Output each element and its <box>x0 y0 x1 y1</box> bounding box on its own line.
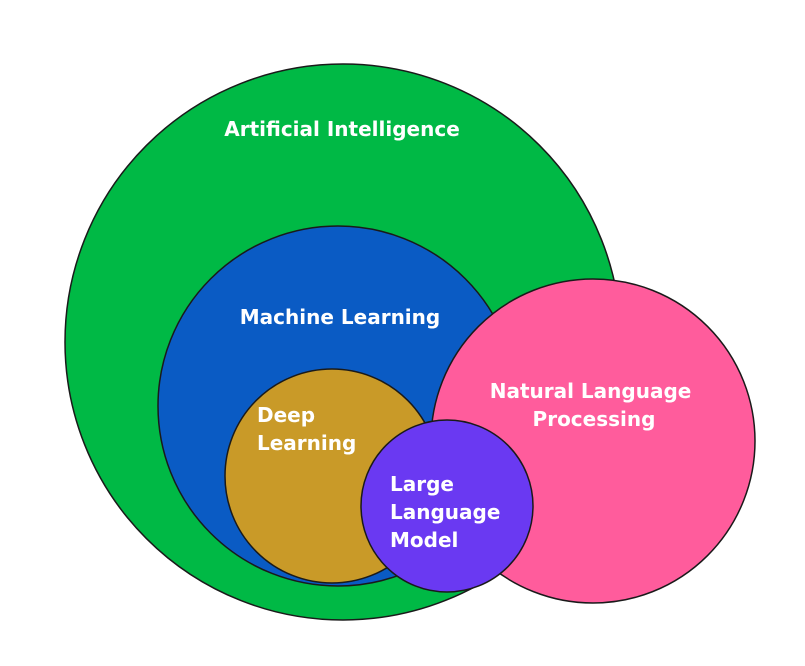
llm-label-line: Large <box>390 472 454 496</box>
llm-circle <box>360 419 534 593</box>
nlp-label-line: Natural Language <box>490 379 692 403</box>
llm-label-line: Language <box>390 500 500 524</box>
nlp-label: Natural Language Processing <box>490 379 699 431</box>
dl-label-line: Learning <box>257 431 356 455</box>
llm-label: Large Language Model <box>390 472 507 552</box>
nlp-label-line: Processing <box>533 407 656 431</box>
llm-label-line: Model <box>390 528 458 552</box>
dl-label-line: Deep <box>257 403 315 427</box>
ml-label-line: Machine Learning <box>240 305 440 329</box>
dl-label: Deep Learning <box>257 403 356 455</box>
ai-label: Artificial Intelligence <box>224 117 460 141</box>
ml-label: Machine Learning <box>240 305 440 329</box>
ai-label-line: Artificial Intelligence <box>224 117 460 141</box>
